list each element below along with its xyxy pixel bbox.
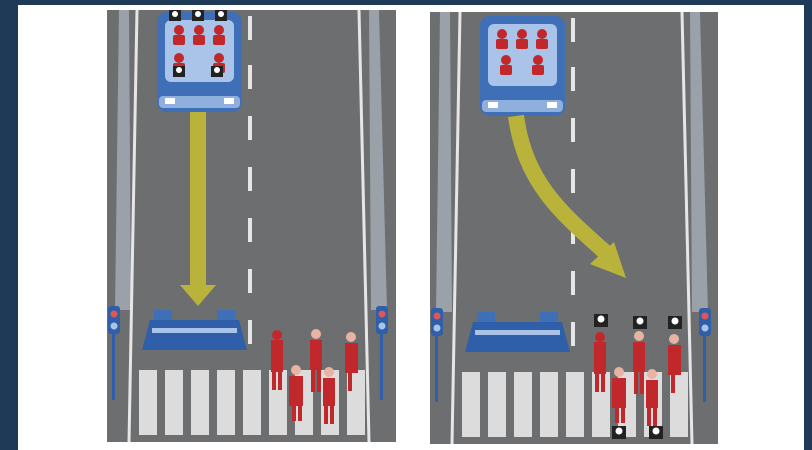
straight-path-arrow [180,112,216,306]
concrete-barrier-block [142,310,247,350]
scenario-right-panel [430,12,718,444]
top-edge-stripe [0,0,812,5]
scenario-right-illustration [430,12,718,444]
center-lane-dashes [248,16,252,344]
left-guardrail [436,12,452,312]
pedestrian-skull-icons [594,314,682,439]
pedestrians-group [594,331,681,426]
right-guardrail [369,10,387,310]
traffic-light-right [376,306,388,400]
left-edge-stripe [0,0,18,450]
road-edge-line-right [357,10,371,442]
scenario-left-illustration [107,10,396,442]
road-edge-line-right [680,12,694,444]
left-guardrail [115,10,131,310]
car-passengers [496,29,548,75]
pedestrians-group [271,329,358,424]
passenger-skull-icons [169,10,227,77]
road-edge-line-left [450,12,462,444]
road-edge-line-left [127,10,139,442]
scenario-left-panel [107,10,396,442]
traffic-light-right [699,308,711,402]
concrete-barrier-block [465,312,570,352]
traffic-light-left [431,308,443,402]
right-edge-stripe [804,0,812,450]
right-guardrail [690,12,708,312]
swerve-path-arrow [508,114,626,278]
traffic-light-left [108,306,120,400]
